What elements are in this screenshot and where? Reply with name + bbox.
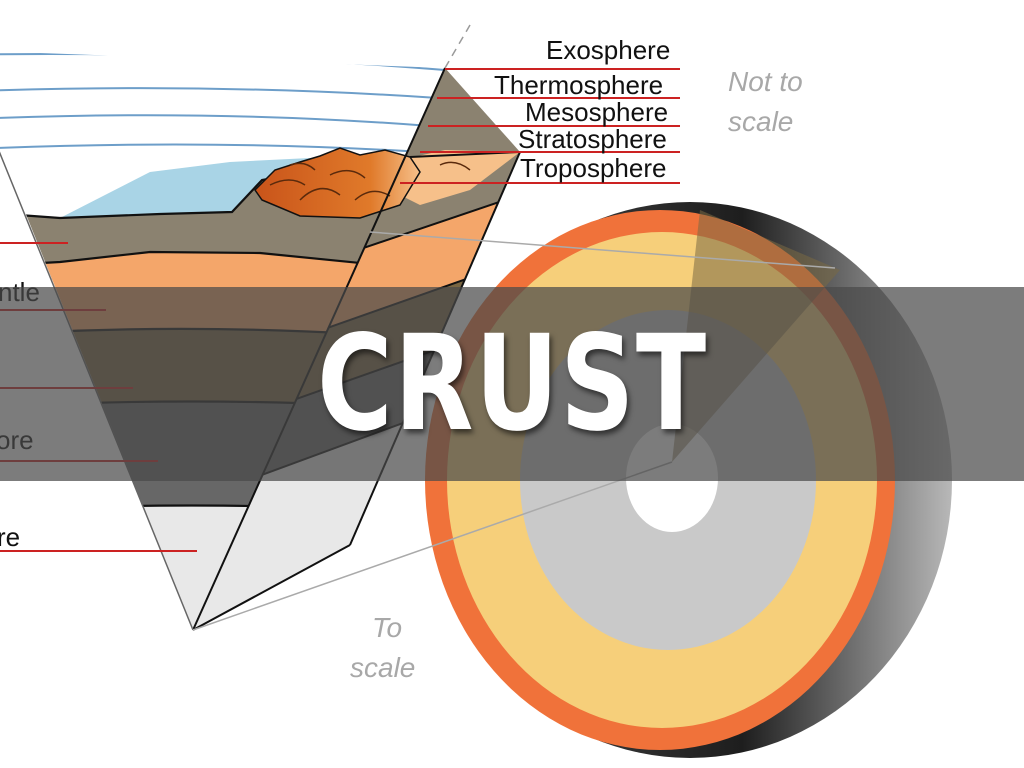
atmosphere-label-lines (400, 68, 680, 184)
cone-tip-dashed (444, 24, 471, 69)
label-thermosphere: Thermosphere (494, 70, 663, 100)
note-not-to-scale-line2: scale (728, 106, 793, 137)
note-not-to-scale-line1: Not to (728, 66, 803, 97)
label-inner-core-partial: re (0, 522, 20, 552)
title-banner: CRUST (0, 287, 1024, 481)
mountain-range (254, 147, 421, 219)
label-stratosphere: Stratosphere (518, 124, 667, 154)
mountain-ridges (269, 161, 471, 201)
projection-line-bottom (192, 461, 673, 631)
note-to-scale-line2: scale (350, 652, 415, 683)
projection-line-top (369, 231, 836, 269)
label-mesosphere: Mesosphere (525, 97, 668, 127)
label-troposphere: Troposphere (520, 153, 666, 183)
note-to-scale-line1: To (372, 612, 402, 643)
banner-title: CRUST (316, 307, 708, 461)
label-exosphere: Exosphere (546, 35, 670, 65)
